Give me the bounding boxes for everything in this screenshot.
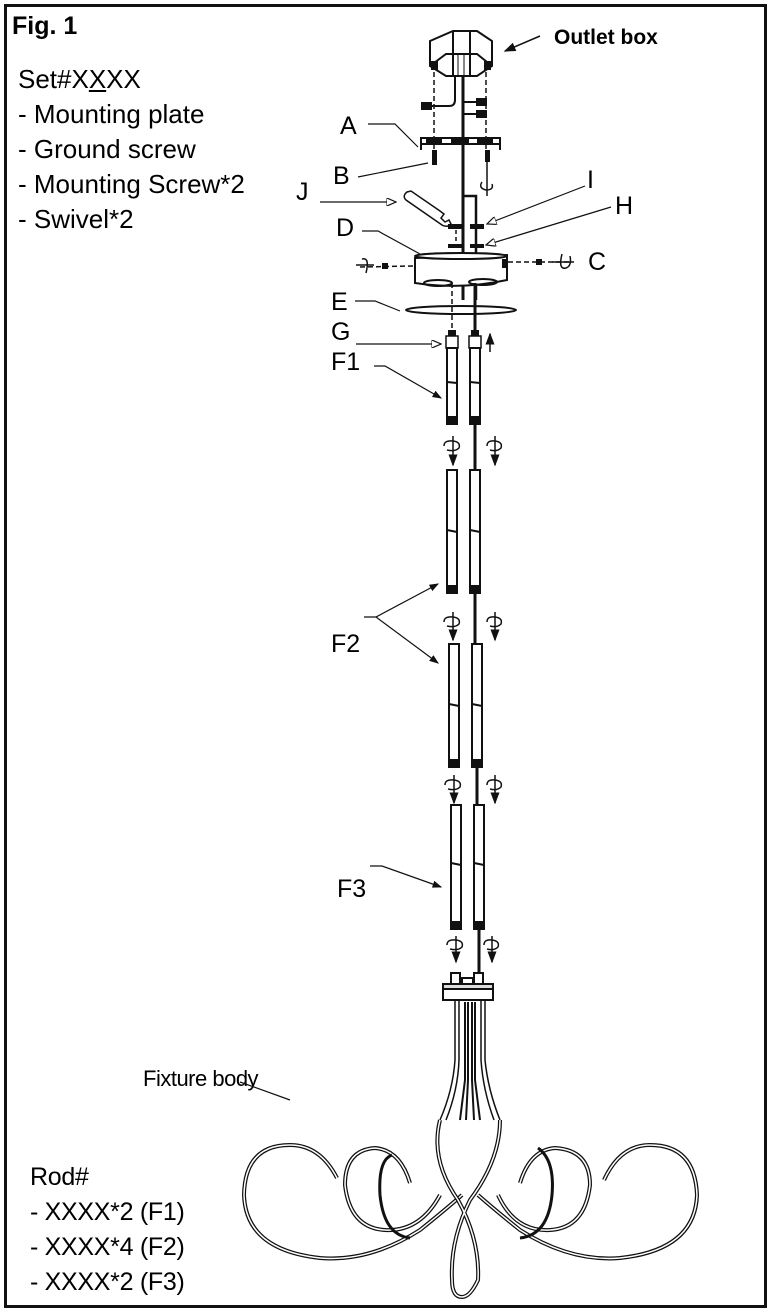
callout-i: I [587,166,594,194]
side-screw-left-icon [356,258,374,274]
callout-f1: F1 [331,348,361,376]
callout-f3: F3 [337,875,367,903]
swivel-icons-4 [446,936,500,964]
rod-item-f3: - XXXX*2 (F3) [30,1268,185,1296]
side-screw-right-icon [552,253,574,269]
callout-e: E [331,288,348,316]
ground-screw-icon [432,150,437,165]
rod-item-f2: - XXXX*4 (F2) [30,1233,185,1261]
callout-j: J [296,178,309,206]
figure-title: Fig. 1 [12,12,78,40]
set-item-swivel: - Swivel*2 [18,204,134,234]
callout-a: A [340,112,357,140]
swivel-icons-3 [444,775,503,805]
rods-f2-upper [446,469,481,594]
callout-d: D [336,214,355,242]
callout-g: G [331,318,351,346]
set-item-ground-screw: - Ground screw [18,134,196,164]
figure-frame [4,4,767,1308]
callout-h: H [615,192,634,220]
rod-item-f1: - XXXX*2 (F1) [30,1198,185,1226]
rods-f2-lower [448,643,483,768]
rods-f3 [450,804,485,930]
set-item-mounting-screw: - Mounting Screw*2 [18,169,245,199]
swivel-icons-1 [443,436,503,467]
swivel-icons-2 [443,612,503,642]
rods-f1 [446,347,481,425]
callout-b: B [333,162,350,190]
outlet-box-icon [429,30,493,77]
set-heading: Set#XXXX [18,64,141,94]
set-item-mounting-plate: - Mounting plate [18,99,205,129]
fixture-hub-icon [442,972,494,1001]
set-parts-list: Set#XXXX - Mounting plate - Ground screw… [18,62,245,237]
callout-fixture-body: Fixture body [143,1066,259,1091]
mounting-plate-icon [420,137,501,150]
callout-c: C [588,248,607,276]
canopy-icon [414,252,508,287]
set-heading-underlined-char: X [88,64,107,94]
rod-parts-list: Rod# - XXXX*2 (F1) - XXXX*4 (F2) - XXXX*… [30,1160,185,1300]
rod-heading: Rod# [30,1163,89,1191]
callout-outlet-box: Outlet box [554,26,658,49]
fixture-body-icon [241,1000,700,1300]
callout-f2: F2 [331,630,361,658]
canopy-ring-icon [405,305,517,315]
wrench-icon [403,190,452,228]
